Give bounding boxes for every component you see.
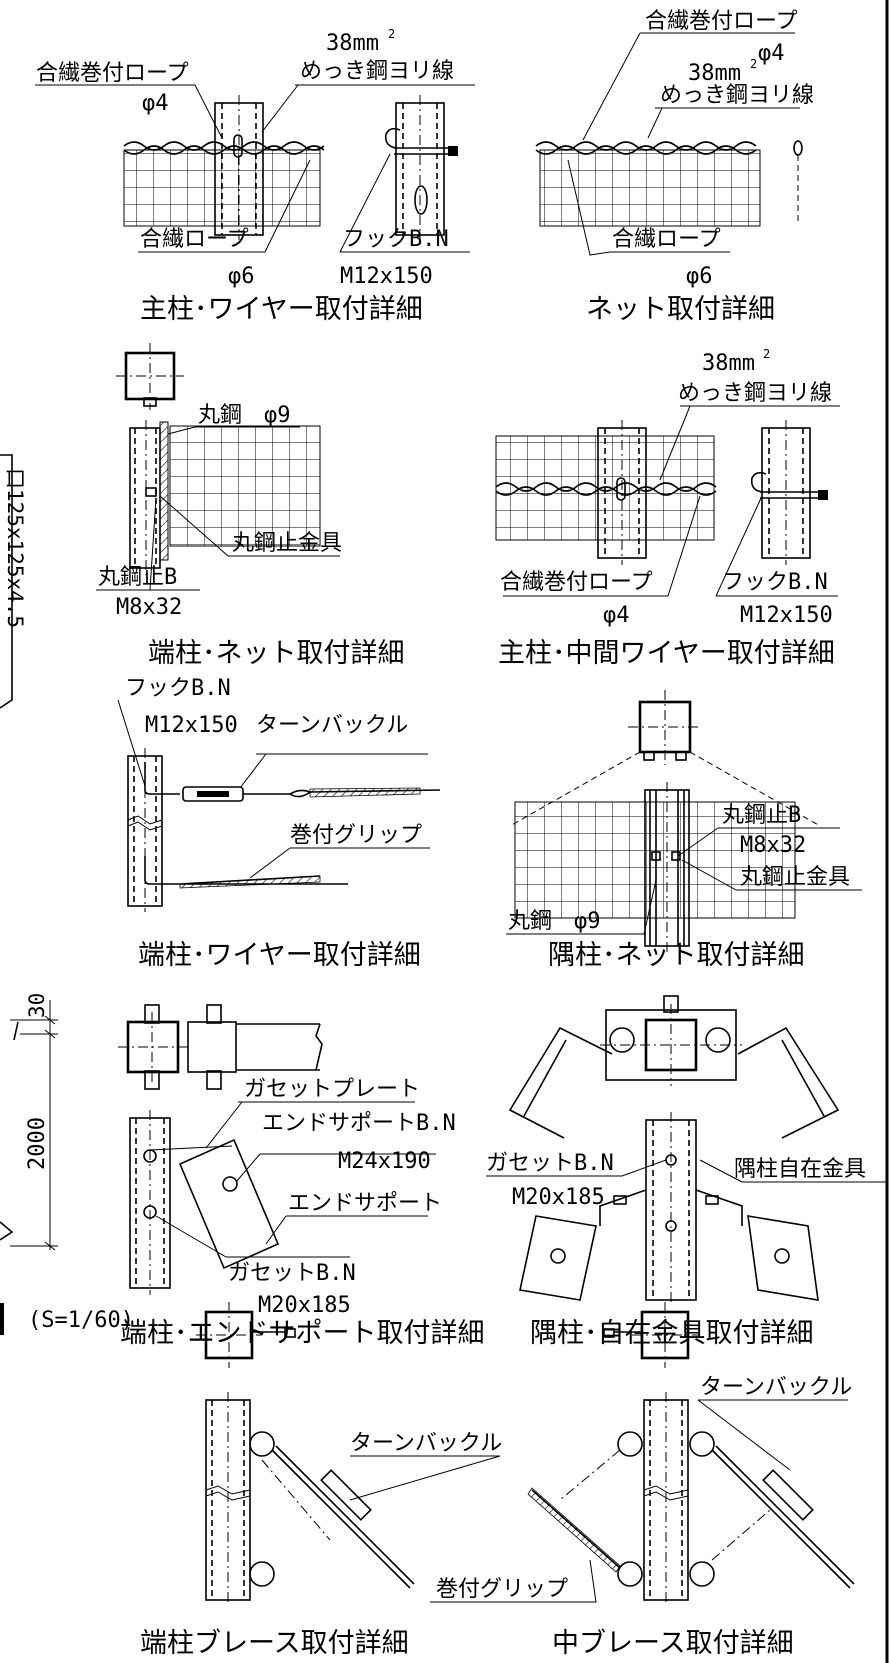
left-margin-annotations: 口125x125x4.5 30 2000 (S=1/60) xyxy=(0,454,134,1335)
p5-hook-bolt-size: M12x150 xyxy=(145,713,238,738)
panel-end-post-end-support: ガセットプレート エンドサポートB.N M24x190 エンドサポート ガセット… xyxy=(118,1004,485,1349)
p6-round-steel: 丸鋼 xyxy=(508,909,552,934)
p8-title: 隅柱･自在金具取付詳細 xyxy=(530,1318,814,1349)
p4-wire-name: めっき鋼ヨリ線 xyxy=(678,381,832,406)
dim-2000: 2000 xyxy=(25,1117,50,1170)
p5-grip: 巻付グリップ xyxy=(290,823,422,848)
p4-hook-bolt-size: M12x150 xyxy=(740,603,833,628)
p3-title: 端柱･ネット取付詳細 xyxy=(148,638,405,669)
p6-title: 隅柱･ネット取付詳細 xyxy=(548,940,805,971)
panel-main-post-wire: 合繊巻付ロープ φ4 38mm 2 めっき鋼ヨリ線 合繊ロープ φ6 フックB.… xyxy=(35,27,475,325)
p4-hook-bolt: フックB.N xyxy=(722,570,828,595)
p7-title: 端柱･エンドサポート取付詳細 xyxy=(120,1318,485,1349)
p4-wire-area-sup: 2 xyxy=(763,347,770,361)
panel-middle-brace: ターンバックル 巻付グリップ 中ブレース取付詳細 xyxy=(430,1302,855,1659)
p1-rope-size: φ6 xyxy=(228,264,255,289)
p3-stop-bolt-size: M8x32 xyxy=(116,595,182,620)
p2-wrap-rope-size: φ4 xyxy=(758,41,785,66)
p10-grip: 巻付グリップ xyxy=(436,1577,568,1602)
p2-rope-size: φ6 xyxy=(686,264,713,289)
p6-stop-bolt: 丸鋼止B xyxy=(722,803,801,828)
p6-round-steel-size: φ9 xyxy=(574,909,601,934)
p2-rope-label: 合繊ロープ xyxy=(612,227,721,252)
dim-30: 30 xyxy=(25,993,49,1018)
p5-hook-bolt: フックB.N xyxy=(125,676,231,701)
panel-end-post-net: 丸鋼 φ9 丸鋼止金具 丸鋼止B M8x32 端柱･ネット取付詳細 xyxy=(96,343,405,669)
p4-wire-area: 38mm xyxy=(702,351,755,376)
p1-wire-area-sup: 2 xyxy=(388,27,395,41)
p1-hook-bolt: フックB.N xyxy=(343,227,449,252)
p7-gusset-bolt: ガセットB.N xyxy=(228,1261,356,1286)
p1-wrap-rope-label: 合繊巻付ロープ xyxy=(36,61,189,86)
p8-gusset-bolt-size: M20x185 xyxy=(512,1185,605,1210)
panel-end-post-brace: ターンバックル 端柱ブレース取付詳細 xyxy=(140,1302,502,1659)
p7-es-bolt: エンドサポートB.N xyxy=(262,1111,456,1136)
p1-wrap-rope-size: φ4 xyxy=(142,91,169,116)
scale-label: (S=1/60) xyxy=(28,1308,134,1333)
panel-net-attachment: 合繊巻付ロープ φ4 38mm 2 めっき鋼ヨリ線 合繊ロープ φ6 ネット取付… xyxy=(535,9,814,325)
p4-wrap-rope-size: φ4 xyxy=(603,603,630,628)
p10-turnbuckle: ターンバックル xyxy=(700,1375,852,1400)
panel-end-post-wire: フックB.N M12x150 ターンバックル 巻付グリップ 端柱･ワイヤー取付詳… xyxy=(117,676,441,971)
p7-es-bolt-size: M24x190 xyxy=(338,1149,431,1174)
p3-round-steel-size: φ9 xyxy=(264,403,291,428)
p6-stop-bolt-size: M8x32 xyxy=(740,833,806,858)
p6-fitting: 丸鋼止金具 xyxy=(740,865,850,890)
p1-title: 主柱･ワイヤー取付詳細 xyxy=(140,294,423,325)
p4-wrap-rope: 合繊巻付ロープ xyxy=(500,570,653,595)
p10-title: 中ブレース取付詳細 xyxy=(552,1628,794,1659)
p7-gusset-plate: ガセットプレート xyxy=(244,1077,420,1102)
p3-stop-bolt: 丸鋼止B xyxy=(98,565,177,590)
p5-title: 端柱･ワイヤー取付詳細 xyxy=(138,940,421,971)
panel-main-post-mid-wire: 38mm 2 めっき鋼ヨリ線 合繊巻付ロープ φ4 フックB.N M12x150… xyxy=(495,347,840,669)
p1-hook-bolt-size: M12x150 xyxy=(340,264,433,289)
p2-title: ネット取付詳細 xyxy=(586,294,775,325)
p8-gusset-bolt: ガセットB.N xyxy=(486,1151,614,1176)
panel-corner-post-fitting: ガセットB.N M20x185 隅柱自在金具 隅柱･自在金具取付詳細 xyxy=(486,995,888,1349)
p1-wire-area: 38mm xyxy=(326,31,379,56)
p2-wire-name: めっき鋼ヨリ線 xyxy=(660,83,814,108)
p4-title: 主柱･中間ワイヤー取付詳細 xyxy=(498,638,835,669)
p2-wire-area-sup: 2 xyxy=(750,57,757,71)
p1-rope-label: 合繊ロープ xyxy=(140,227,249,252)
p2-wrap-rope-label: 合繊巻付ロープ xyxy=(645,9,798,34)
p7-end-support: エンドサポート xyxy=(288,1191,442,1216)
p5-turnbuckle: ターンバックル xyxy=(256,713,408,738)
p3-fitting: 丸鋼止金具 xyxy=(232,531,342,556)
p9-title: 端柱ブレース取付詳細 xyxy=(140,1628,409,1659)
p1-wire-name: めっき鋼ヨリ線 xyxy=(300,59,454,84)
panel-corner-post-net: 丸鋼止B M8x32 丸鋼止金具 丸鋼 φ9 隅柱･ネット取付詳細 xyxy=(506,690,862,971)
p9-turnbuckle: ターンバックル xyxy=(350,1431,502,1456)
p2-wire-area: 38mm xyxy=(688,61,741,86)
post-section-cut-label: 口125x125x4.5 xyxy=(3,468,27,628)
p8-corner-fitting: 隅柱自在金具 xyxy=(734,1157,866,1182)
p3-round-steel: 丸鋼 xyxy=(198,403,242,428)
p7-gusset-bolt-size: M20x185 xyxy=(258,1293,351,1318)
